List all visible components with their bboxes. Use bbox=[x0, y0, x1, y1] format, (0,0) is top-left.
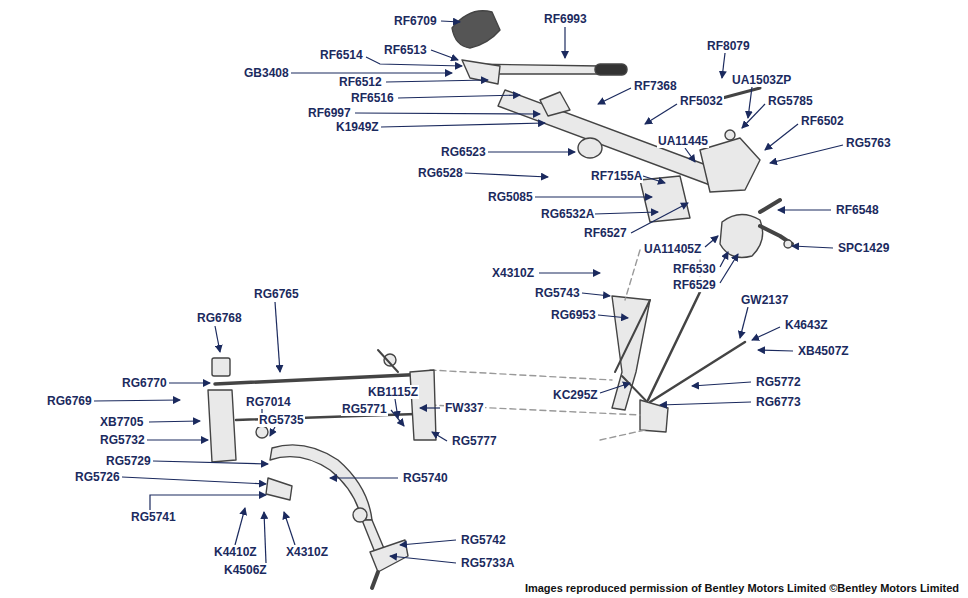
part-number: RG5741 bbox=[130, 510, 177, 524]
part-number: RF6709 bbox=[393, 14, 438, 28]
part-number: RG5771 bbox=[341, 402, 388, 416]
part-number: RF6527 bbox=[583, 226, 628, 240]
part-number: RG5085 bbox=[487, 190, 534, 204]
part-number: K1949Z bbox=[335, 120, 380, 134]
part-number: RF6513 bbox=[383, 43, 428, 57]
part-number: RG6768 bbox=[196, 311, 243, 325]
part-number: RF6516 bbox=[350, 91, 395, 105]
part-number: GW2137 bbox=[740, 293, 789, 307]
part-number: RG5742 bbox=[460, 533, 507, 547]
part-number: RG5743 bbox=[534, 286, 581, 300]
part-number: XB4507Z bbox=[797, 344, 850, 358]
part-number: RG5763 bbox=[845, 136, 892, 150]
part-number: RG5785 bbox=[767, 94, 814, 108]
part-number: X4310Z bbox=[285, 545, 329, 559]
part-number: RF6548 bbox=[835, 203, 880, 217]
part-number: RG5735 bbox=[258, 413, 305, 427]
part-number: KB1115Z bbox=[367, 385, 419, 399]
part-number: RF6997 bbox=[307, 106, 352, 120]
part-number: KC295Z bbox=[552, 388, 599, 402]
part-number: XB7705 bbox=[99, 415, 144, 429]
part-number: RG6769 bbox=[46, 394, 93, 408]
part-number: RF6502 bbox=[800, 114, 845, 128]
part-number: RF6514 bbox=[319, 48, 364, 62]
part-number: RG6532A bbox=[540, 207, 595, 221]
part-number: RG5733A bbox=[460, 556, 515, 570]
part-number: FW337 bbox=[444, 401, 485, 415]
part-number: GB3408 bbox=[243, 66, 290, 80]
part-number: RG5732 bbox=[99, 433, 146, 447]
part-number: RF6529 bbox=[672, 278, 717, 292]
part-number: RG5726 bbox=[74, 470, 121, 484]
part-number: SPC1429 bbox=[837, 241, 890, 255]
copyright-note: Images reproduced permission of Bentley … bbox=[524, 581, 960, 595]
part-number: RG6770 bbox=[121, 376, 168, 390]
part-number: RF7155A bbox=[590, 169, 643, 183]
part-number: RF6530 bbox=[672, 262, 717, 276]
part-number: RF6512 bbox=[338, 75, 383, 89]
part-number: K4410Z bbox=[213, 545, 258, 559]
part-number: RF7368 bbox=[633, 79, 678, 93]
part-number: RG7014 bbox=[245, 395, 292, 409]
part-number: RG6953 bbox=[550, 308, 597, 322]
part-number: RG5777 bbox=[451, 434, 498, 448]
part-number: RG6773 bbox=[755, 395, 802, 409]
part-number: RF6993 bbox=[543, 12, 588, 26]
part-number: RG5740 bbox=[402, 471, 449, 485]
part-number: UA11405Z bbox=[643, 242, 702, 256]
part-number: X4310Z bbox=[491, 266, 535, 280]
part-number: K4506Z bbox=[223, 563, 268, 577]
part-number: RF8079 bbox=[706, 39, 751, 53]
part-number: RG6528 bbox=[417, 166, 464, 180]
part-number: RG6523 bbox=[440, 145, 487, 159]
part-number: UA1503ZP bbox=[731, 73, 792, 87]
part-number: RG5772 bbox=[755, 375, 802, 389]
part-number: RF5032 bbox=[679, 94, 724, 108]
part-number: UA11445 bbox=[657, 134, 709, 148]
part-number: K4643Z bbox=[784, 318, 829, 332]
part-number: RG5729 bbox=[105, 454, 152, 468]
part-number: RG6765 bbox=[253, 287, 300, 301]
